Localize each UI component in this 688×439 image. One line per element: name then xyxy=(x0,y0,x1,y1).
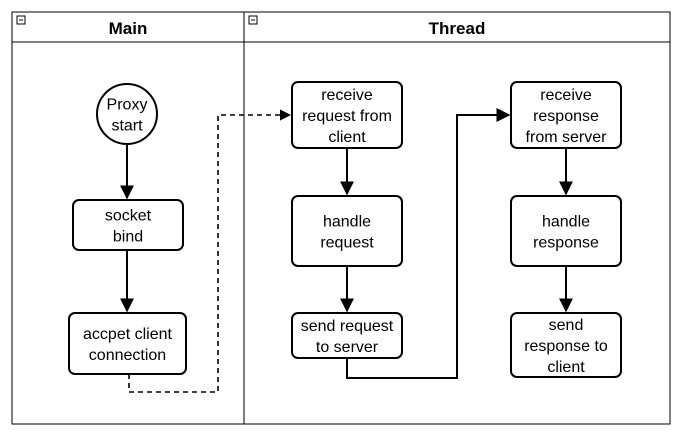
node-receive-response[interactable]: receive response from server xyxy=(510,81,622,149)
node-receive-response-label-line: receive xyxy=(540,87,592,104)
node-send-request[interactable]: send request to server xyxy=(291,312,403,359)
node-accept-client-label-line: accpet client xyxy=(83,326,172,343)
node-send-response-label-line: send xyxy=(549,317,584,334)
node-handle-request-label-line: request xyxy=(320,235,374,252)
node-socket-bind-label-line: bind xyxy=(113,229,143,246)
node-send-request-label-line: to server xyxy=(316,339,379,356)
node-receive-request-label-line: client xyxy=(328,129,366,146)
node-send-request-label-line: send request xyxy=(301,318,394,335)
node-proxy-start[interactable]: Proxy start xyxy=(96,83,158,145)
swimlane-main-title: Main xyxy=(109,19,148,38)
node-receive-response-label-line: from server xyxy=(526,129,608,146)
node-receive-request[interactable]: receive request from client xyxy=(291,81,403,149)
edge-accept-client-to-receive-request xyxy=(128,109,292,393)
node-send-response-label-line: client xyxy=(547,359,585,376)
node-accept-client-shape xyxy=(68,312,187,375)
node-handle-response[interactable]: handle response xyxy=(510,195,622,267)
collapse-thread-icon[interactable] xyxy=(248,15,258,25)
edges-layer xyxy=(120,108,573,393)
node-accept-client-label-line: connection xyxy=(89,347,166,364)
node-handle-response-label-line: handle xyxy=(542,214,590,231)
collapse-main-icon[interactable] xyxy=(16,15,26,25)
node-receive-request-shape xyxy=(291,81,403,149)
node-handle-response-shape xyxy=(510,195,622,267)
node-handle-request-label-line: handle xyxy=(323,214,371,231)
nodes-layer: Proxy start socket bind accpet client connect… xyxy=(68,81,622,378)
node-receive-request-label-line: request from xyxy=(302,108,392,125)
node-receive-response-label-line: response xyxy=(533,108,599,125)
node-proxy-start-label-line: start xyxy=(111,118,143,135)
node-proxy-start-label-line: Proxy xyxy=(107,97,148,114)
node-proxy-start-shape xyxy=(96,83,158,145)
node-handle-request-shape xyxy=(291,195,403,267)
node-send-response-label-line: response to xyxy=(524,338,608,355)
node-socket-bind-shape xyxy=(72,199,184,251)
node-receive-response-shape xyxy=(510,81,622,149)
node-accept-client[interactable]: accpet client connection xyxy=(68,312,187,375)
node-send-response[interactable]: send response to client xyxy=(510,312,622,378)
edge-send-request-to-receive-response xyxy=(346,108,511,379)
node-socket-bind-label-line: socket xyxy=(105,208,152,225)
swimlane-thread-title: Thread xyxy=(429,19,486,38)
node-handle-response-label-line: response xyxy=(533,235,599,252)
node-send-request-shape xyxy=(291,312,403,359)
node-receive-request-label-line: receive xyxy=(321,87,373,104)
node-handle-request[interactable]: handle request xyxy=(291,195,403,267)
node-send-response-shape xyxy=(510,312,622,378)
node-socket-bind[interactable]: socket bind xyxy=(72,199,184,251)
